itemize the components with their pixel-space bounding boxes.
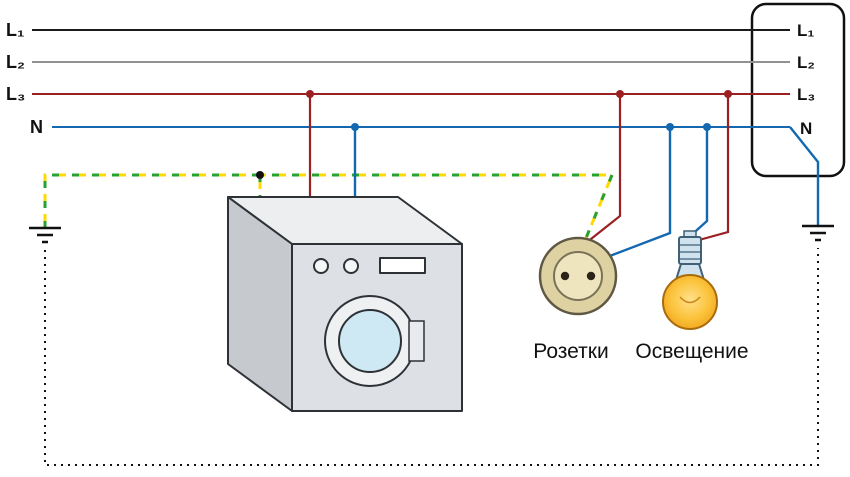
socket-hole-right — [586, 271, 596, 281]
panel-label-l2: L₂ — [797, 53, 815, 72]
caption-sockets: Розетки — [533, 340, 608, 363]
panel-label-l3: L₃ — [797, 85, 815, 104]
bulb-screw-base — [678, 236, 702, 265]
bus-label-l3: L₃ — [6, 84, 25, 104]
pe-wire — [43, 171, 615, 244]
washer-door-handle — [408, 320, 425, 362]
bus-label-l1: L₁ — [6, 20, 24, 40]
distribution-panel — [750, 2, 846, 178]
panel-neutral-ground-wire — [789, 126, 820, 226]
washing-machine — [227, 196, 463, 412]
n-branch-socket — [593, 127, 672, 264]
socket-recess — [553, 251, 603, 301]
panel-label-l1: L₁ — [797, 21, 814, 40]
ground-symbol-right — [802, 224, 834, 242]
washer-door-glass — [338, 309, 402, 373]
power-socket — [538, 236, 618, 316]
n-branch-light — [687, 127, 709, 239]
light-bulb — [662, 230, 718, 330]
l3-branch-light — [698, 94, 730, 242]
washer-knob — [313, 258, 329, 274]
bulb-filament — [679, 296, 701, 304]
caption-lighting: Освещение — [635, 340, 748, 363]
junction-dots — [306, 90, 732, 131]
bus-label-n: N — [30, 117, 43, 137]
pe-junction-dot — [256, 171, 264, 179]
washer-knob — [343, 258, 359, 274]
bus-label-l2: L₂ — [6, 52, 25, 72]
socket-hole-left — [560, 271, 570, 281]
washer-display — [379, 257, 426, 274]
panel-label-n: N — [800, 119, 812, 138]
ground-symbol-left — [29, 226, 61, 244]
